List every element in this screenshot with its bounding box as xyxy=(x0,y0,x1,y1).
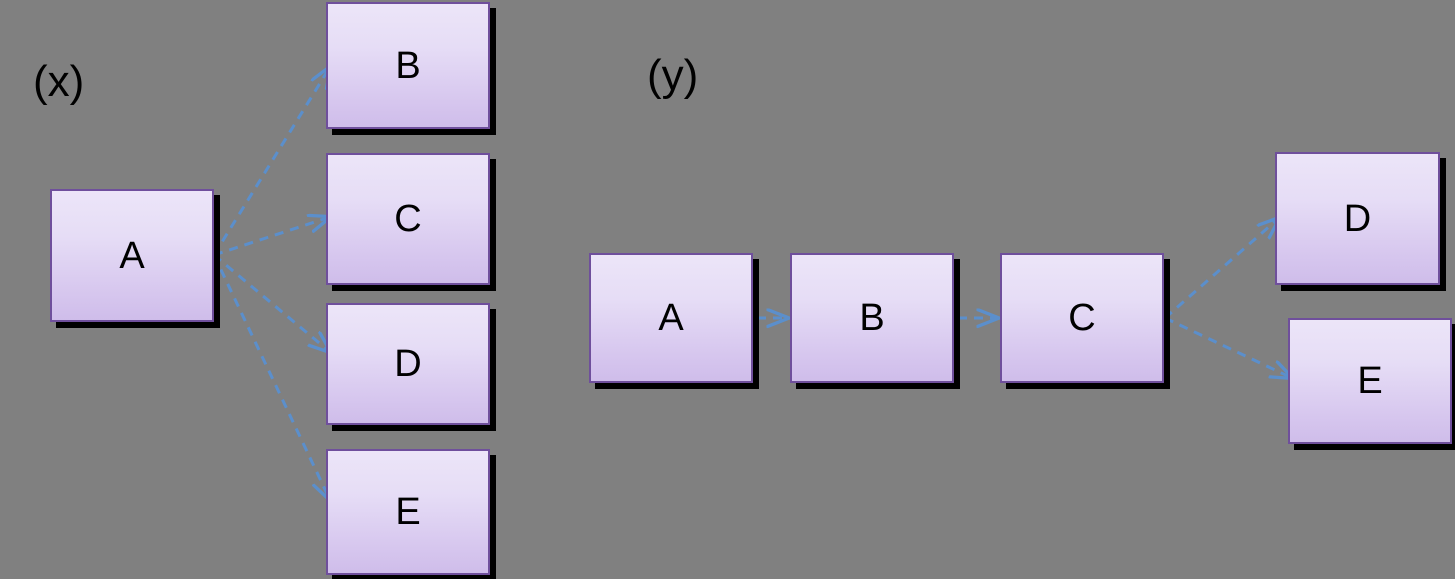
node-label-x-e: E xyxy=(395,491,421,533)
node-x-c[interactable]: C xyxy=(326,153,490,285)
node-label-x-d: D xyxy=(394,343,422,385)
node-y-b[interactable]: B xyxy=(790,253,954,383)
edge-y-C-to-D xyxy=(1164,218,1279,320)
node-y-c[interactable]: C xyxy=(1000,253,1164,383)
node-label-y-c: C xyxy=(1068,297,1096,339)
node-y-e[interactable]: E xyxy=(1288,318,1452,444)
node-x-e[interactable]: E xyxy=(326,449,490,575)
node-label-x-b: B xyxy=(395,44,421,87)
panel-label-y: (y) xyxy=(647,51,699,100)
node-label-y-b: B xyxy=(859,297,885,339)
node-label-y-e: E xyxy=(1357,360,1383,402)
node-x-a[interactable]: A xyxy=(50,189,214,322)
node-x-b[interactable]: B xyxy=(326,2,490,129)
edge-x-A-to-C xyxy=(213,217,330,257)
node-label-x-a: A xyxy=(119,234,145,277)
node-y-a[interactable]: A xyxy=(589,253,753,383)
edge-x-A-to-E xyxy=(212,254,330,500)
edge-x-A-to-D xyxy=(213,253,330,352)
node-label-y-a: A xyxy=(658,297,684,339)
panel-label-x: (x) xyxy=(33,57,85,106)
node-x-d[interactable]: D xyxy=(326,303,490,425)
edge-x-A-to-B xyxy=(212,67,330,256)
node-label-y-d: D xyxy=(1343,197,1372,240)
edge-y-C-to-E xyxy=(1164,316,1292,378)
node-label-x-c: C xyxy=(394,198,422,240)
edge-group xyxy=(212,67,1292,500)
node-y-d[interactable]: D xyxy=(1275,152,1440,285)
